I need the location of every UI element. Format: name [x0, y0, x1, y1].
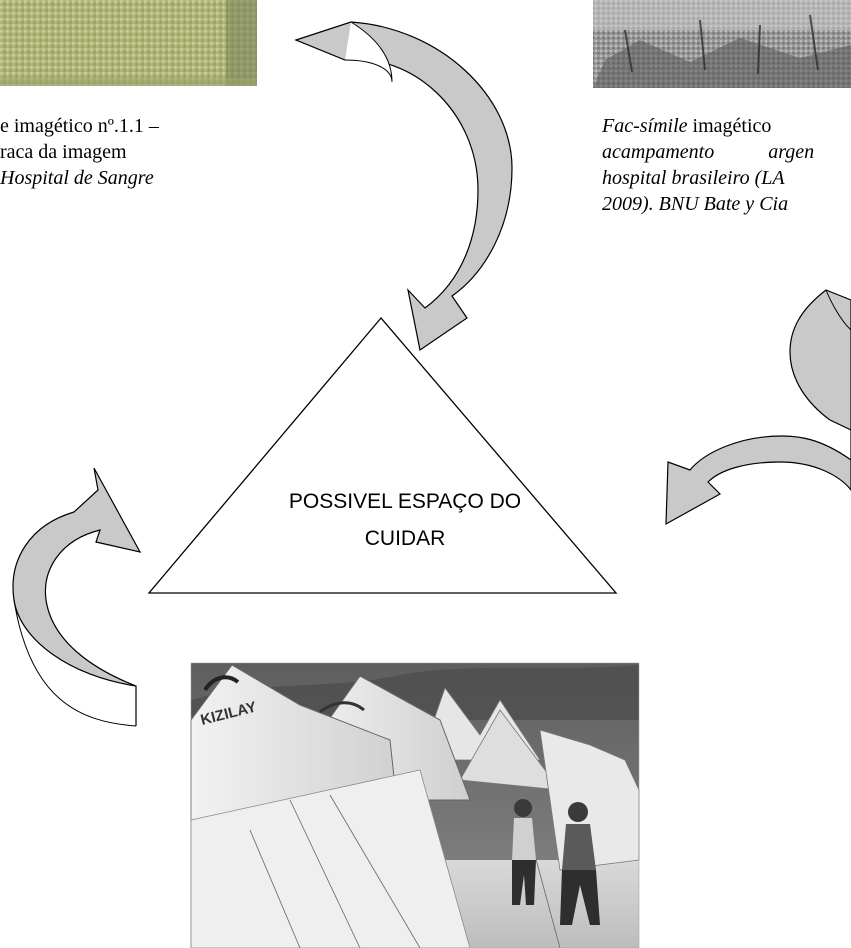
caption-right-imagetico: imagético	[687, 115, 772, 137]
center-label: POSSIVEL ESPAÇO DO CUIDAR	[230, 483, 580, 557]
curved-arrow-top	[294, 21, 513, 352]
photo-hospital-de-sangre	[0, 0, 257, 86]
caption-left-line2: raca da imagem	[0, 141, 127, 163]
caption-right-line4: 2009). BNU Bate y Cia	[602, 193, 789, 215]
caption-left-line1: e imagético nº.1.1 –	[0, 115, 159, 137]
caption-right-facsimile: Fac-símile	[602, 115, 688, 137]
central-triangle	[147, 316, 618, 594]
caption-right-argen: argen	[768, 141, 815, 163]
photo-tent-camp	[190, 662, 640, 948]
caption-right-line2: acampamento argen	[602, 139, 814, 165]
center-label-line1: POSSIVEL ESPAÇO DO	[288, 490, 522, 513]
caption-right: Fac-símile imagético acampamento argen ho…	[602, 113, 814, 217]
curved-arrow-right	[665, 289, 851, 526]
caption-left: e imagético nº.1.1 – raca da imagem Hosp…	[0, 113, 159, 191]
center-label-line2: CUIDAR	[364, 527, 446, 550]
people-walking	[512, 799, 600, 925]
caption-right-line1: Fac-símile imagético	[602, 113, 814, 139]
photo-camp-facsimile	[593, 0, 851, 88]
caption-right-line3: hospital brasileiro (LA	[602, 167, 785, 189]
curved-arrow-bottom-left	[12, 467, 142, 727]
caption-right-acampamento: acampamento	[602, 141, 715, 163]
caption-left-line3: Hospital de Sangre	[0, 167, 154, 189]
